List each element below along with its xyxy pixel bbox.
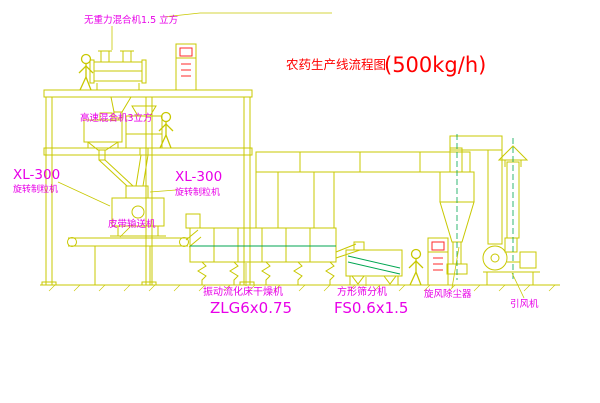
labels: 无重力混合机1.5 立方 高速混合机3立方 XL-300 旋转制粒机 XL-30… <box>13 14 539 317</box>
discharge-chutes <box>98 154 149 199</box>
label-sieve-name: 方形筛分机 <box>337 285 387 298</box>
control-cabinet-upper <box>175 43 197 91</box>
label-belt-conveyor: 皮带输送机 <box>108 218 156 230</box>
label-granulator-center-name: 旋转制粒机 <box>175 186 220 198</box>
square-sieve <box>335 241 403 285</box>
label-granulator-left-name: 旋转制粒机 <box>13 183 58 195</box>
label-cyclone: 旋风除尘器 <box>424 288 472 300</box>
centerlines <box>456 134 514 282</box>
label-dryer-name: 振动流化床干燥机 <box>203 285 283 298</box>
ground-line <box>40 284 560 292</box>
leader-lines <box>57 12 525 299</box>
high-speed-mixer <box>83 112 123 161</box>
control-cabinet-right <box>427 237 449 286</box>
diagram-title: 农药生产线流程图 (500kg/h) <box>286 53 486 77</box>
person-top-floor <box>78 53 94 91</box>
person-second-floor <box>158 111 174 149</box>
control-cabinet-upper-plate <box>179 47 193 77</box>
label-high-speed-mixer: 高速混合机3立方 <box>80 112 153 124</box>
label-fan: 引风机 <box>510 298 539 310</box>
belt-conveyor <box>67 229 202 285</box>
label-sieve-model: FS0.6x1.5 <box>334 299 408 317</box>
worker-figures <box>78 53 424 286</box>
label-granulator-left-model: XL-300 <box>13 167 60 183</box>
label-gravity-mixer: 无重力混合机1.5 立方 <box>84 14 178 26</box>
spring-supports <box>197 261 335 285</box>
induced-draft-fan <box>482 237 540 285</box>
granulator-upper <box>125 105 163 156</box>
cyclone-outlet-duct <box>449 135 503 245</box>
exhaust-duct <box>255 151 471 229</box>
label-dryer-model: ZLG6x0.75 <box>210 299 292 317</box>
title-capacity: (500kg/h) <box>384 53 486 77</box>
gravity-mixer <box>89 50 147 119</box>
granulator-lower <box>110 197 166 237</box>
label-granulator-center-model: XL-300 <box>175 169 222 185</box>
title-main: 农药生产线流程图 <box>286 57 386 72</box>
person-ground <box>408 248 424 286</box>
control-cabinet-right-plate <box>431 241 445 271</box>
